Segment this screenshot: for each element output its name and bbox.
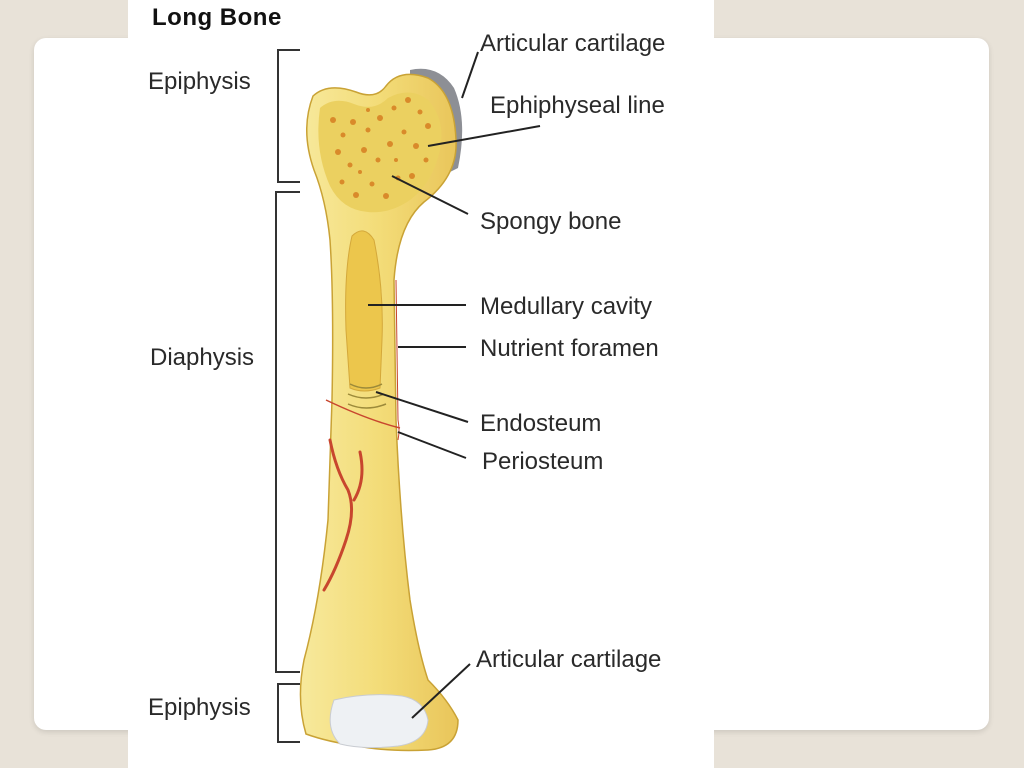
label-epiphyseal-line: Ephiphyseal line [490, 92, 665, 119]
bracket-diaphysis [275, 191, 300, 673]
articular-cartilage-top-shape [410, 68, 463, 172]
bracket-epiphysis-bottom [277, 683, 300, 743]
label-endosteum: Endosteum [480, 410, 602, 437]
periosteum-edge [395, 279, 400, 441]
diagram-panel: Long Bone Epiphysis Diaphysis Epiphysis … [128, 0, 714, 768]
cut-edge [325, 399, 401, 429]
diagram-title: Long Bone [152, 4, 282, 31]
label-articular-cartilage-top: Articular cartilage [480, 30, 666, 57]
spongy-bone-dots [330, 97, 431, 199]
label-spongy-bone: Spongy bone [480, 208, 622, 235]
label-nutrient-foramen: Nutrient foramen [480, 335, 659, 362]
articular-cartilage-bottom-shape [329, 694, 429, 749]
bone-shape [299, 73, 459, 752]
label-epiphysis-bottom: Epiphysis [148, 694, 251, 721]
label-periosteum: Periosteum [482, 448, 604, 475]
leader-lines [368, 51, 541, 719]
endosteum-rings [347, 383, 387, 409]
bracket-epiphysis-top [277, 49, 300, 183]
label-epiphysis-top: Epiphysis [148, 68, 251, 95]
medullary-cavity-shape [345, 230, 383, 392]
label-medullary-cavity: Medullary cavity [480, 293, 653, 320]
spongy-bone-shape [318, 92, 442, 213]
long-bone-illustration [275, 49, 541, 752]
nutrient-vessel-shape [322, 438, 364, 592]
label-articular-cartilage-bottom: Articular cartilage [476, 646, 662, 673]
label-diaphysis: Diaphysis [150, 344, 255, 371]
